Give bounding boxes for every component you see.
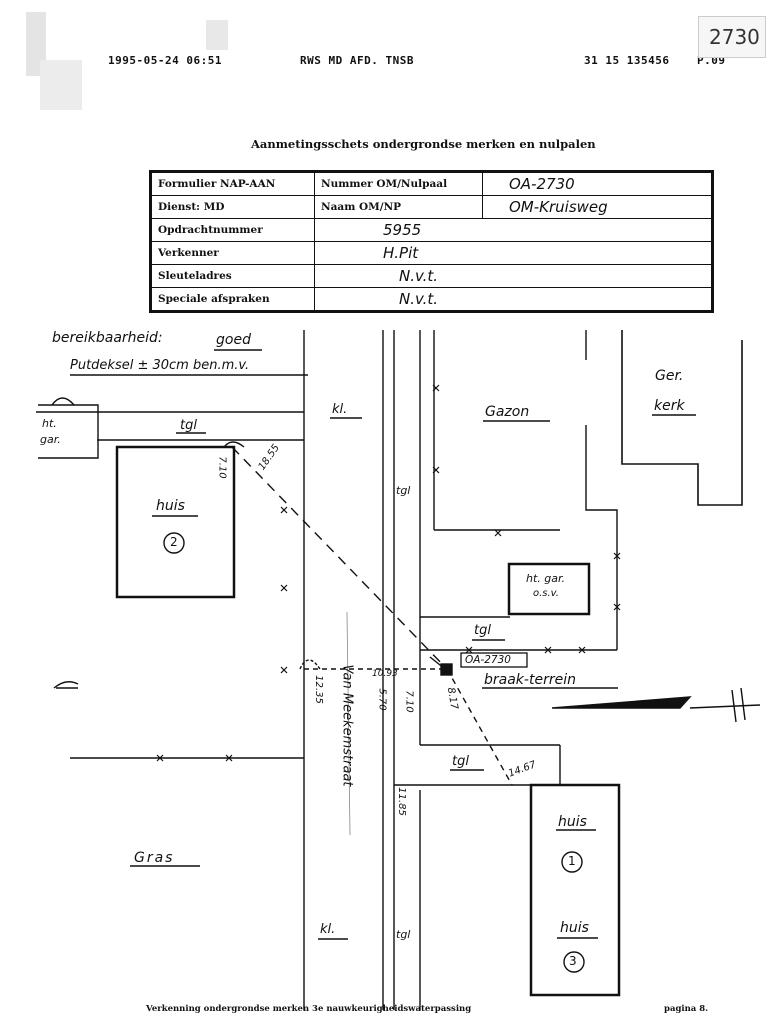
tgl-low-label: tgl [452, 754, 469, 769]
sleutel-value: N.v.t. [314, 264, 713, 288]
huis-3-label: huis [560, 920, 589, 936]
fax-phone: 31 15 135456 [584, 54, 670, 67]
huis-3-number: 3 [569, 954, 577, 968]
dim-11-85: 11.85 [395, 787, 407, 816]
speciale-value: N.v.t. [314, 287, 713, 312]
dim-5-70: 5.70 [376, 688, 388, 711]
huis-2-label: huis [156, 498, 185, 514]
ger-label: Ger. [655, 368, 684, 384]
document-title: Aanmetingsschets ondergrondse merken en … [251, 137, 596, 151]
form-row: Dienst: MD Naam OM/NP OM-Kruisweg [150, 195, 713, 219]
bereikbaarheid-value: goed [216, 332, 251, 348]
dim-12-35: 12.35 [312, 675, 324, 704]
kl-top-label: kl. [332, 402, 348, 417]
scan-artifact [40, 60, 82, 110]
ht-gar-left-2: gar. [40, 433, 61, 446]
crosses [156, 384, 621, 762]
kl-bottom-label: kl. [320, 922, 336, 937]
naam-value: OM-Kruisweg [482, 195, 713, 219]
gras-label: Gras [134, 850, 175, 866]
huis-1-number: 1 [568, 854, 576, 868]
tgl-top-label: tgl [180, 418, 197, 433]
form-row: Speciale afspraken N.v.t. [150, 287, 713, 312]
tgl-bottom-label: tgl [396, 928, 411, 941]
huis-2-number: 2 [170, 535, 178, 549]
ht-gar-left-1: ht. [42, 417, 57, 430]
ht-gar-osv-1: ht. gar. [526, 572, 566, 585]
footer-page: pagina 8. [664, 1004, 709, 1014]
form-row: Verkenner H.Pit [150, 241, 713, 265]
dim-10-93: 10.93 [372, 669, 398, 679]
putdeksel-note: Putdeksel ± 30cm ben.m.v. [70, 358, 250, 373]
ht-gar-osv-2: o.s.v. [533, 588, 559, 599]
fax-datetime: 1995-05-24 06:51 [108, 54, 222, 67]
braak-terrein-label: braak-terrein [484, 672, 576, 688]
kerk-label: kerk [654, 398, 685, 414]
gazon-label: Gazon [485, 404, 530, 420]
tgl-mid-label: tgl [474, 623, 491, 638]
nummer-value: OA-2730 [482, 171, 713, 196]
fax-sender: RWS MD AFD. TNSB [300, 54, 414, 67]
tgl-vert-label: tgl [396, 484, 411, 497]
street-name: Van Meekemstraat [339, 664, 355, 787]
huis-1-label: huis [558, 814, 587, 830]
scan-artifact [206, 20, 228, 50]
footer-text: Verkenning ondergrondse merken 3e nauwke… [146, 1004, 472, 1014]
dim-7-10-mid: 7.10 [403, 690, 415, 713]
form-table: Formulier NAP-AAN Nummer OM/Nulpaal OA-2… [149, 170, 714, 313]
formulier-label: Formulier NAP-AAN [150, 171, 315, 196]
dienst-label: Dienst: MD [150, 195, 315, 219]
om-marker-label: OA-2730 [465, 654, 511, 666]
stamp-number: 2730 [709, 25, 760, 49]
speciale-label: Speciale afspraken [150, 287, 315, 312]
dim-7-10-left: 7.10 [216, 456, 228, 479]
stamp-box [698, 16, 766, 58]
bereikbaarheid-prefix: bereikbaarheid: [52, 330, 163, 346]
